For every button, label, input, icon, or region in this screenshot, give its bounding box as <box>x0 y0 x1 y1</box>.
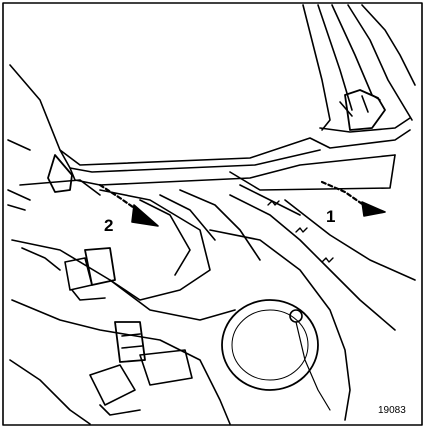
arrow-1-head <box>361 201 386 217</box>
b-pillar <box>302 4 416 133</box>
sill-clips <box>267 200 334 263</box>
floor-plug-circle <box>221 299 331 411</box>
arrow-2-head <box>131 204 159 227</box>
seat-belt-buckle-lower <box>89 321 193 416</box>
floor-carpet <box>9 189 416 425</box>
arrow-1-group <box>320 180 386 217</box>
callout-label-1: 1 <box>326 207 336 226</box>
seat-belt-buckle-upper <box>21 247 116 301</box>
figure-reference-number: 19083 <box>378 405 406 416</box>
sill-trim <box>7 64 411 216</box>
arrow-2-group <box>98 183 159 227</box>
callout-label-2: 2 <box>104 216 114 235</box>
